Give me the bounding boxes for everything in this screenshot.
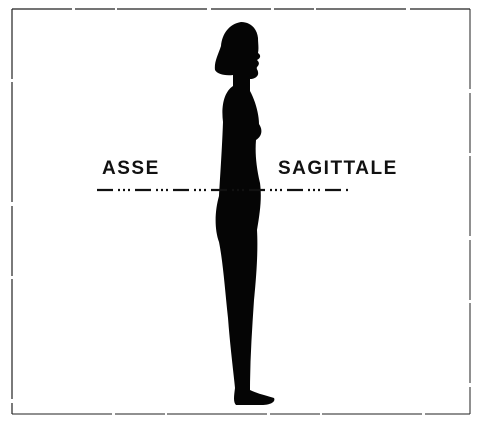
axis-label-left: ASSE (102, 159, 160, 178)
axis-label-right: SAGITTALE (278, 159, 398, 178)
human-silhouette (215, 22, 275, 405)
